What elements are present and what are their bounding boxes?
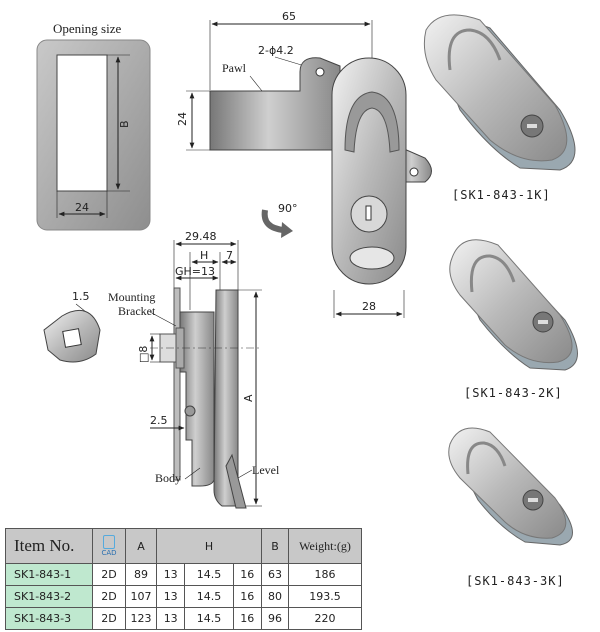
opening-size-title: Opening size: [53, 21, 121, 36]
cad-file-icon: [102, 535, 115, 549]
product-render-1k: [423, 14, 576, 171]
bracket-label-line2: Bracket: [118, 304, 156, 318]
row-cad[interactable]: 2D: [92, 607, 126, 630]
dim-sq8-label: □8: [137, 346, 150, 363]
dim-h-label: H: [200, 249, 208, 262]
row-cad[interactable]: 2D: [92, 585, 126, 608]
row-a: 89: [125, 563, 157, 586]
hole-label: 2-ϕ4.2: [258, 44, 294, 57]
bracket-label-line1: Mounting: [108, 290, 155, 304]
rotation-label: 90°: [278, 202, 298, 215]
finger-recess: [349, 246, 395, 270]
row-h1: 13: [155, 563, 186, 586]
dim-65-label: 65: [282, 10, 296, 23]
caption-1k: [SK1-843-1K]: [452, 188, 551, 202]
dim-7-label: 7: [226, 249, 233, 262]
spec-table-header: Item No. CAD A H B Weight:(g): [5, 528, 362, 564]
handle-plate: [213, 289, 239, 507]
row-b: 80: [261, 585, 289, 608]
header-a: A: [125, 528, 157, 564]
opening-size-panel: Opening size B 24: [36, 21, 151, 231]
row-h3: 16: [232, 585, 263, 608]
row-h3: 16: [232, 607, 263, 630]
dim-b-label: B: [118, 120, 131, 128]
row-a: 123: [125, 607, 157, 630]
side-tab-hole: [409, 167, 419, 177]
body-label: Body: [155, 471, 181, 485]
product-render-3k: [448, 427, 573, 546]
dim-2948-label: 29.48: [185, 230, 217, 243]
row-item: SK1-843-2: [5, 585, 93, 608]
spec-table: Item No. CAD A H B Weight:(g) SK1-843-1 …: [5, 528, 362, 630]
dim-28-label: 28: [362, 300, 376, 313]
bracket-square-hole: [62, 328, 82, 348]
side-view-drawing: 29.48 H 7 GH=13 A □8 2.5 Mountin: [43, 230, 280, 509]
row-h2: 14.5: [184, 563, 234, 586]
row-h1: 13: [155, 607, 186, 630]
mounting-panel: [173, 287, 181, 481]
row-weight: 193.5: [288, 585, 362, 608]
row-item: SK1-843-1: [5, 563, 93, 586]
table-row: SK1-843-1 2D 89 13 14.5 16 63 186: [5, 563, 362, 586]
pawl-label: Pawl: [222, 61, 247, 75]
caption-3k: [SK1-843-3K]: [466, 574, 565, 588]
table-row: SK1-843-3 2D 123 13 14.5 16 96 220: [5, 607, 362, 630]
key-slot: [365, 205, 372, 221]
lock-body: [179, 311, 215, 487]
pawl-hole: [315, 67, 325, 77]
dim-a-label: A: [242, 394, 255, 402]
header-h: H: [156, 528, 262, 564]
row-b: 63: [261, 563, 289, 586]
row-weight: 220: [288, 607, 362, 630]
dim-24-height-label: 24: [176, 112, 189, 126]
opening-cutout: [56, 54, 108, 192]
row-cad[interactable]: 2D: [92, 563, 126, 586]
handle-grip: [344, 91, 400, 153]
row-h3: 16: [232, 563, 263, 586]
product-render-2k: [449, 239, 578, 371]
screw: [184, 405, 196, 417]
caption-2k: [SK1-843-2K]: [464, 386, 563, 400]
lever: [225, 453, 247, 509]
row-b: 96: [261, 607, 289, 630]
header-b: B: [261, 528, 289, 564]
row-weight: 186: [288, 563, 362, 586]
top-view-drawing: 65 2-ϕ4.2 Pawl 24 90° 28: [176, 10, 432, 318]
dim-15-label: 1.5: [72, 290, 90, 303]
header-weight: Weight:(g): [288, 528, 362, 564]
header-cad: CAD: [92, 528, 126, 564]
dim-24-width-label: 24: [75, 201, 89, 214]
row-h1: 13: [155, 585, 186, 608]
row-item: SK1-843-3: [5, 607, 93, 630]
row-h2: 14.5: [184, 607, 234, 630]
row-h2: 14.5: [184, 585, 234, 608]
dim-gh-label: GH=13: [175, 265, 215, 278]
header-item: Item No.: [5, 528, 93, 564]
rotation-arrow-icon: [261, 209, 285, 233]
level-label: Level: [252, 463, 280, 477]
table-row: SK1-843-2 2D 107 13 14.5 16 80 193.5: [5, 585, 362, 608]
row-a: 107: [125, 585, 157, 608]
dim-25-label: 2.5: [150, 414, 168, 427]
